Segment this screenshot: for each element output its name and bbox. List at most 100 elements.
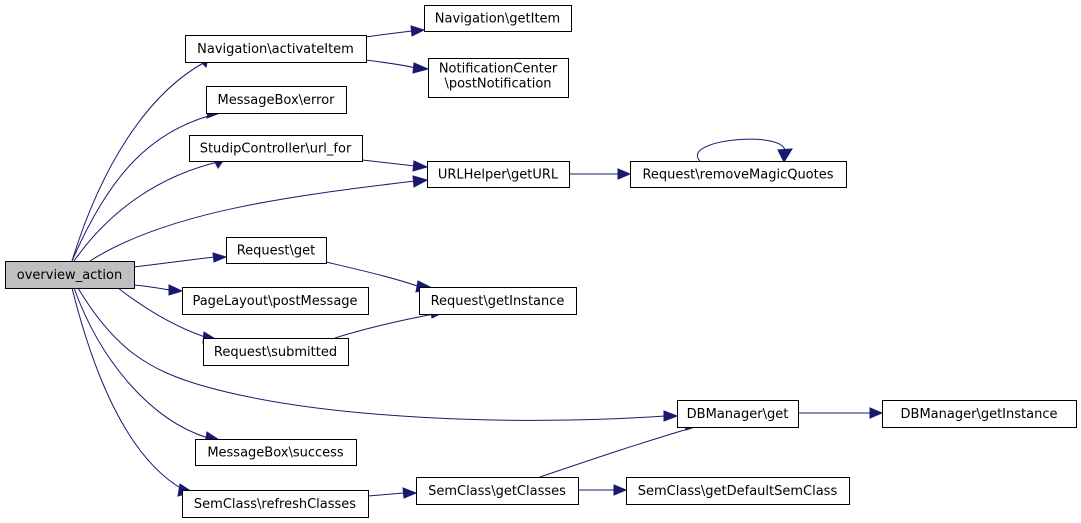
edge-root-to-mb_error	[71, 104, 222, 262]
edge-req_rmq-to-req_rmq	[696, 138, 793, 164]
edge-line	[71, 112, 221, 262]
node-box	[203, 338, 349, 366]
node-label: Navigation\getItem	[435, 12, 560, 27]
edge-line	[73, 160, 223, 262]
node-label: Request\submitted	[214, 345, 337, 360]
arrowhead-icon	[412, 175, 429, 188]
node-sem-default[interactable]: SemClass\getDefaultSemClass	[626, 477, 850, 505]
node-req-get[interactable]: Request\get	[226, 237, 327, 264]
edge-sem_getclasses-to-sem_default	[578, 484, 628, 496]
node-label: SemClass\refreshClasses	[194, 497, 356, 512]
arrowhead-icon	[617, 168, 632, 180]
edge-line	[71, 287, 185, 491]
edge-line	[133, 256, 215, 268]
node-box	[182, 287, 369, 315]
node-label: Navigation\activateItem	[197, 42, 354, 57]
node-box	[677, 400, 799, 428]
edge-root-to-sem_refresh	[71, 287, 194, 497]
edge-sem_getclasses-to-dbm_get	[539, 419, 700, 478]
node-box	[195, 439, 357, 466]
node-label: DBManager\getInstance	[901, 407, 1058, 422]
node-label: URLHelper\getURL	[438, 168, 559, 183]
arrowhead-icon	[869, 407, 884, 419]
node-label-line: NotificationCenter	[439, 62, 558, 77]
edge-line	[539, 425, 699, 478]
node-box	[185, 35, 367, 63]
node-notif[interactable]: NotificationCenter\postNotification	[428, 58, 569, 98]
arrowhead-icon	[777, 148, 793, 164]
node-sem-getclasses[interactable]: SemClass\getClasses	[416, 477, 579, 505]
node-box	[206, 86, 347, 114]
node-mb-error[interactable]: MessageBox\error	[206, 86, 347, 114]
node-label-line: \postNotification	[444, 77, 551, 92]
edge-root-to-nav_activate	[71, 53, 210, 262]
arrowhead-icon	[412, 160, 429, 172]
edge-line	[117, 287, 206, 338]
node-nav-getitem[interactable]: Navigation\getItem	[424, 5, 572, 32]
node-box	[424, 5, 572, 32]
edge-line	[365, 30, 413, 38]
node-sem-refresh[interactable]: SemClass\refreshClasses	[182, 490, 369, 518]
node-req-inst[interactable]: Request\getInstance	[419, 287, 577, 315]
node-box	[226, 237, 327, 264]
node-box	[427, 161, 570, 188]
node-mb-success[interactable]: MessageBox\success	[195, 439, 357, 466]
edge-line	[133, 284, 171, 291]
node-label: SemClass\getDefaultSemClass	[638, 484, 838, 499]
arrowhead-icon	[402, 487, 418, 499]
edge-line	[73, 287, 209, 439]
node-box	[882, 400, 1077, 428]
edge-root-to-req_get	[133, 252, 228, 268]
node-box	[189, 135, 363, 162]
edge-dbm_get-to-dbm_inst	[798, 407, 884, 419]
edge-line	[696, 138, 788, 162]
edge-line	[71, 61, 206, 262]
node-label: SemClass\getClasses	[428, 484, 566, 499]
edge-urlhelper-to-req_rmq	[569, 168, 632, 180]
edge-nav_activate-to-notif	[365, 59, 430, 74]
node-box	[630, 161, 847, 188]
edge-sem_refresh-to-sem_getclasses	[367, 487, 418, 499]
edge-line	[365, 59, 417, 69]
node-root[interactable]: overview_action	[5, 261, 135, 289]
edge-line	[89, 180, 416, 262]
node-box	[419, 287, 577, 315]
node-box	[182, 490, 369, 518]
node-nav-activate[interactable]: Navigation\activateItem	[185, 35, 367, 63]
edge-line	[77, 287, 666, 421]
node-urlhelper[interactable]: URLHelper\getURL	[427, 161, 570, 188]
node-label: Request\getInstance	[431, 294, 565, 309]
node-box	[5, 261, 135, 289]
node-label: Request\removeMagicQuotes	[642, 168, 833, 183]
node-req-sub[interactable]: Request\submitted	[203, 338, 349, 366]
edge-line	[361, 159, 416, 167]
edge-line	[367, 492, 405, 497]
arrowhead-icon	[168, 284, 184, 296]
edge-studip_url-to-urlhelper	[361, 159, 429, 172]
node-label: DBManager\get	[687, 407, 789, 422]
arrowhead-icon	[412, 62, 430, 74]
arrowhead-icon	[663, 410, 679, 422]
arrowhead-icon	[613, 484, 628, 496]
node-label: PageLayout\postMessage	[192, 294, 357, 309]
arrowhead-icon	[212, 252, 228, 263]
node-pagelayout[interactable]: PageLayout\postMessage	[182, 287, 369, 315]
node-req-rmq[interactable]: Request\removeMagicQuotes	[630, 161, 847, 188]
node-dbm-get[interactable]: DBManager\get	[677, 400, 799, 428]
node-label: MessageBox\error	[218, 93, 336, 108]
node-box	[428, 58, 569, 98]
node-label: MessageBox\success	[207, 446, 344, 461]
edge-root-to-studip_url	[73, 155, 226, 262]
node-label: overview_action	[17, 268, 122, 283]
edge-root-to-pagelayout	[133, 284, 184, 296]
edge-nav_activate-to-nav_getitem	[365, 25, 426, 38]
node-dbm-inst[interactable]: DBManager\getInstance	[882, 400, 1077, 428]
arrowhead-icon	[410, 25, 426, 37]
edge-root-to-dbm_get	[77, 287, 679, 422]
node-label: StudipController\url_for	[200, 142, 352, 157]
edge-root-to-urlhelper	[89, 175, 429, 262]
nodes-layer: overview_action Navigation\activateItem Na…	[5, 5, 1077, 518]
node-box	[416, 477, 579, 505]
node-studip-url[interactable]: StudipController\url_for	[189, 135, 363, 162]
